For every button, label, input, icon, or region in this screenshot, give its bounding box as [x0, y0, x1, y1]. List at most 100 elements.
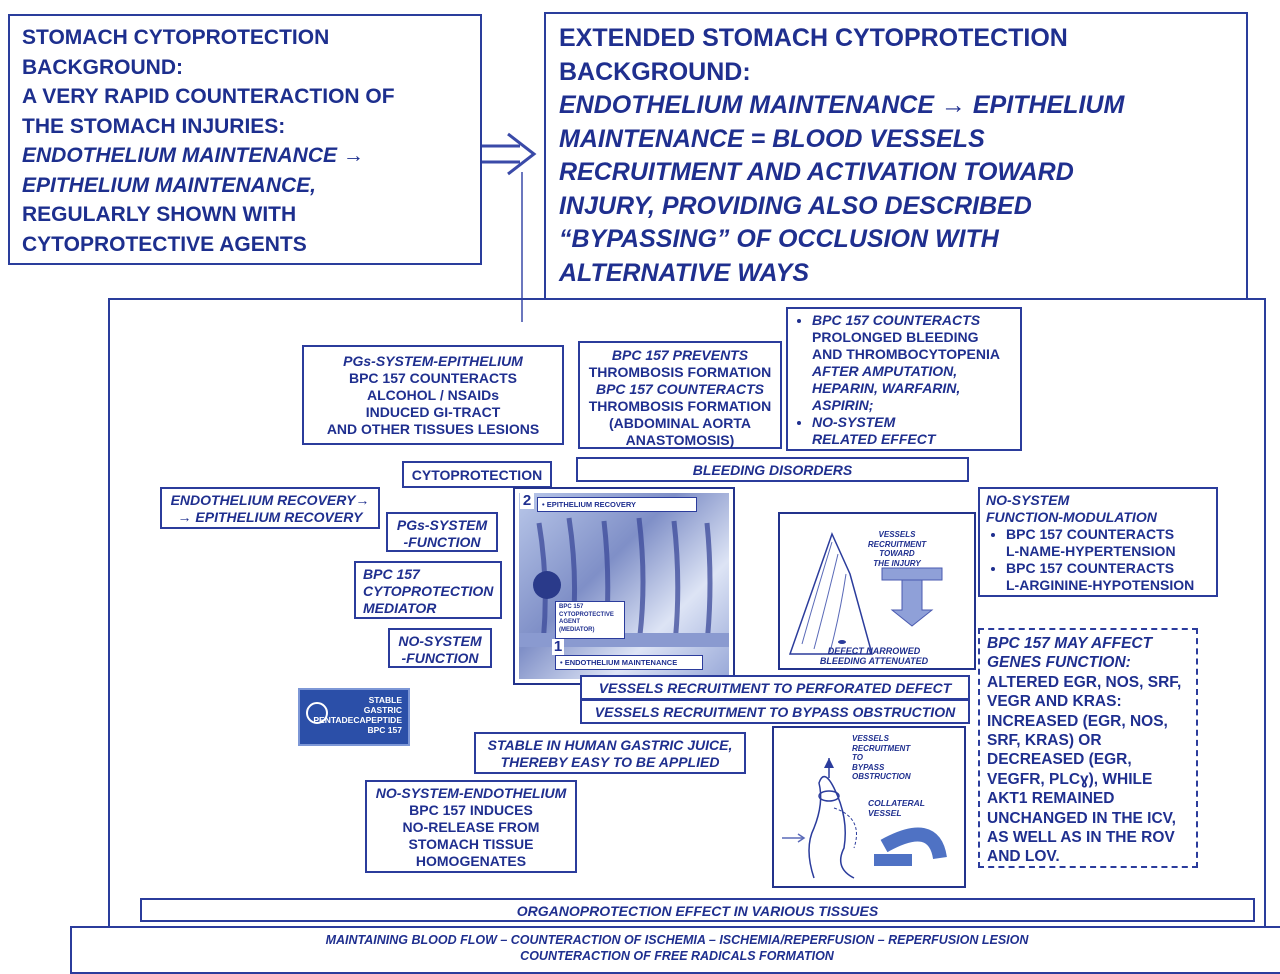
text-line: BPC 157 COUNTERACTS	[595, 381, 765, 397]
text-line: AKT1 REMAINED	[987, 790, 1115, 808]
no-system-modulation-box: NO-SYSTEM FUNCTION-MODULATION BPC 157 CO…	[978, 487, 1218, 597]
text-line: ENDOTHELIUM MAINTENANCE	[564, 658, 678, 667]
text-line: VESSELS	[878, 530, 916, 539]
text-line: CYTOPROTECTION	[411, 467, 543, 483]
text-line: ORGANOPROTECTION EFFECT IN VARIOUS TISSU…	[516, 903, 879, 919]
curved-arrow-icon	[874, 827, 947, 866]
text-line: FUNCTION-MODULATION	[986, 509, 1157, 525]
text-line: BPC 157 COUNTERACTS	[812, 312, 981, 328]
bleeding-box: BPC 157 COUNTERACTS PROLONGED BLEEDING A…	[786, 307, 1022, 451]
text-line: BLEEDING DISORDERS	[692, 462, 853, 478]
text-line: BPC 157 INDUCES	[409, 802, 533, 818]
mucosa-illustration	[519, 517, 729, 647]
text-line: VESSELS RECRUITMENT TO BYPASS OBSTRUCTIO…	[594, 704, 956, 720]
bullet-item: BPC 157 COUNTERACTS L-NAME-HYPERTENSION	[1006, 526, 1210, 560]
text-line: RECRUITMENT	[852, 743, 911, 753]
text-line: BPC 157 COUNTERACTS	[348, 370, 518, 386]
text-line: BPC 157	[559, 604, 584, 610]
text-line: -FUNCTION	[403, 534, 481, 550]
text-line: DECREASED (EGR,	[987, 751, 1132, 769]
text-line: INCREASED (EGR, NOS,	[987, 712, 1168, 730]
epithelium-recovery-label: • EPITHELIUM RECOVERY	[537, 497, 697, 512]
text-line: RECRUITMENT	[867, 539, 927, 549]
vessels-recruitment-title: VESSELS RECRUITMENT TOWARD THE INJURY	[842, 530, 952, 568]
text-line: OBSTRUCTION	[852, 772, 911, 781]
text-line: NO-SYSTEM	[812, 414, 896, 430]
text-line: VEGFR, PLCɣ), WHILE	[987, 770, 1153, 788]
genes-function-box: BPC 157 MAY AFFECT GENES FUNCTION: ALTER…	[978, 628, 1198, 868]
panel-number-1: 1	[552, 638, 564, 655]
text-line: L-NAME-HYPERTENSION	[1006, 543, 1176, 559]
text-line: BYPASS	[852, 762, 885, 772]
endothelium-recovery-box: ENDOTHELIUM RECOVERY→ → EPITHELIUM RECOV…	[160, 487, 380, 529]
text-line: RELATED EFFECT	[812, 431, 936, 447]
text-line: PGs-SYSTEM	[396, 517, 488, 533]
text-line: SRF, KRAS) OR	[987, 732, 1102, 750]
text-line: ASPIRIN;	[812, 397, 874, 413]
vessels-recruitment-panel: VESSELS RECRUITMENT TOWARD THE INJURY DE…	[778, 512, 976, 670]
bypass-obstruction-panel: VESSELS RECRUITMENT TO BYPASS OBSTRUCTIO…	[772, 726, 966, 888]
text-line: “BYPASSING” OF OCCLUSION WITH	[559, 225, 999, 253]
text-line: CYTOPROTECTION	[363, 583, 494, 599]
text-line: THE STOMACH INJURIES:	[22, 114, 286, 138]
text-line: PENTADECAPEPTIDE	[313, 715, 402, 725]
text-line: ALCOHOL / NSAIDs	[367, 387, 499, 403]
text-line: EPITHELIUM RECOVERY	[546, 500, 637, 509]
text-line: UNCHANGED IN THE ICV,	[987, 809, 1176, 827]
text-line: HOMOGENATES	[415, 853, 527, 869]
text-line: ALTERED EGR, NOS, SRF,	[987, 673, 1182, 691]
text-line: THROMBOSIS FORMATION	[588, 364, 772, 380]
text-line: STOMACH TISSUE	[408, 836, 534, 852]
cytoprotection-label: CYTOPROTECTION	[402, 461, 552, 488]
text-line: BACKGROUND:	[22, 55, 183, 79]
text-line: COUNTERACTION OF FREE RADICALS FORMATION	[520, 949, 834, 963]
text-line: GENES FUNCTION:	[987, 654, 1131, 672]
text-line: ENDOTHELIUM MAINTENANCE →	[22, 144, 364, 167]
text-line: STABLE	[368, 695, 402, 705]
text-line: A VERY RAPID COUNTERACTION OF	[22, 85, 395, 108]
text-line: BACKGROUND:	[559, 57, 751, 86]
text-line: BPC 157 COUNTERACTS	[1006, 560, 1175, 576]
text-line: MAINTENANCE = BLOOD VESSELS	[559, 124, 985, 153]
organoprotection-bar: ORGANOPROTECTION EFFECT IN VARIOUS TISSU…	[140, 898, 1255, 922]
text-line: VESSELS RECRUITMENT TO PERFORATED DEFECT	[598, 680, 952, 696]
endothelium-maintenance-label: • ENDOTHELIUM MAINTENANCE	[555, 655, 703, 670]
text-line: TOWARD	[879, 549, 915, 558]
no-system-function-box: NO-SYSTEM -FUNCTION	[388, 628, 492, 668]
text-line: THE INJURY	[873, 558, 921, 568]
vessels-perforated-label: VESSELS RECRUITMENT TO PERFORATED DEFECT	[580, 675, 970, 700]
text-line: BPC 157	[367, 725, 403, 735]
text-line: INJURY, PROVIDING ALSO DESCRIBED	[559, 191, 1032, 220]
text-line: BPC 157 COUNTERACTS	[1006, 526, 1175, 542]
bleeding-disorders-label: BLEEDING DISORDERS	[576, 457, 969, 482]
text-line: COLLATERAL	[868, 798, 925, 808]
text-line: CYTOPROTECTIVE AGENTS	[22, 232, 307, 256]
stomach-cytoprotection-box: STOMACH CYTOPROTECTION BACKGROUND: A VER…	[8, 14, 482, 265]
extended-cytoprotection-box: EXTENDED STOMACH CYTOPROTECTION BACKGROU…	[544, 12, 1248, 300]
text-line: AND THROMBOCYTOPENIA	[812, 346, 1000, 362]
text-line: DEFECT NARROWED	[827, 646, 921, 656]
bullet-item: NO-SYSTEM RELATED EFFECT	[812, 414, 1018, 448]
text-line: THEREBY EASY TO BE APPLIED	[500, 754, 720, 770]
stable-pentadecapeptide-badge: STABLE GASTRIC PENTADECAPEPTIDE BPC 157	[298, 688, 410, 746]
thrombosis-box: BPC 157 PREVENTS THROMBOSIS FORMATION BP…	[578, 341, 782, 449]
text-line: BPC 157 MAY AFFECT	[987, 635, 1153, 652]
vessels-bypass-label: VESSELS RECRUITMENT TO BYPASS OBSTRUCTIO…	[580, 699, 970, 724]
text-line: (ABDOMINAL AORTA	[608, 415, 752, 431]
text-line: CYTOPROTECTIVE	[559, 611, 614, 618]
text-line: ENDOTHELIUM RECOVERY→	[170, 492, 370, 508]
collateral-vessel-label: COLLATERAL VESSEL	[868, 798, 925, 818]
text-line: AS WELL AS IN THE ROV	[987, 829, 1175, 847]
panel-number-2: 2	[520, 493, 534, 509]
text-line: TO	[852, 753, 863, 762]
text-line: L-ARGININE-HYPOTENSION	[1006, 577, 1195, 593]
text-line: PGs-SYSTEM-EPITHELIUM	[343, 353, 523, 369]
cytoprotective-agent-label: BPC 157 CYTOPROTECTIVE AGENT (MEDIATOR)	[555, 601, 625, 639]
defect-caption: DEFECT NARROWED BLEEDING ATTENUATED	[780, 646, 968, 666]
pgs-function-box: PGs-SYSTEM -FUNCTION	[386, 512, 498, 552]
text-line: VESSELS	[852, 734, 889, 743]
epithelium-panel: 2 • EPITHELIUM RECOVERY BPC 157 CYTOPROT…	[513, 487, 735, 685]
text-line: MAINTAINING BLOOD FLOW – COUNTERACTION O…	[325, 933, 1029, 947]
text-line: BLEEDING ATTENUATED	[819, 656, 929, 666]
text-line: AGENT	[559, 619, 580, 625]
